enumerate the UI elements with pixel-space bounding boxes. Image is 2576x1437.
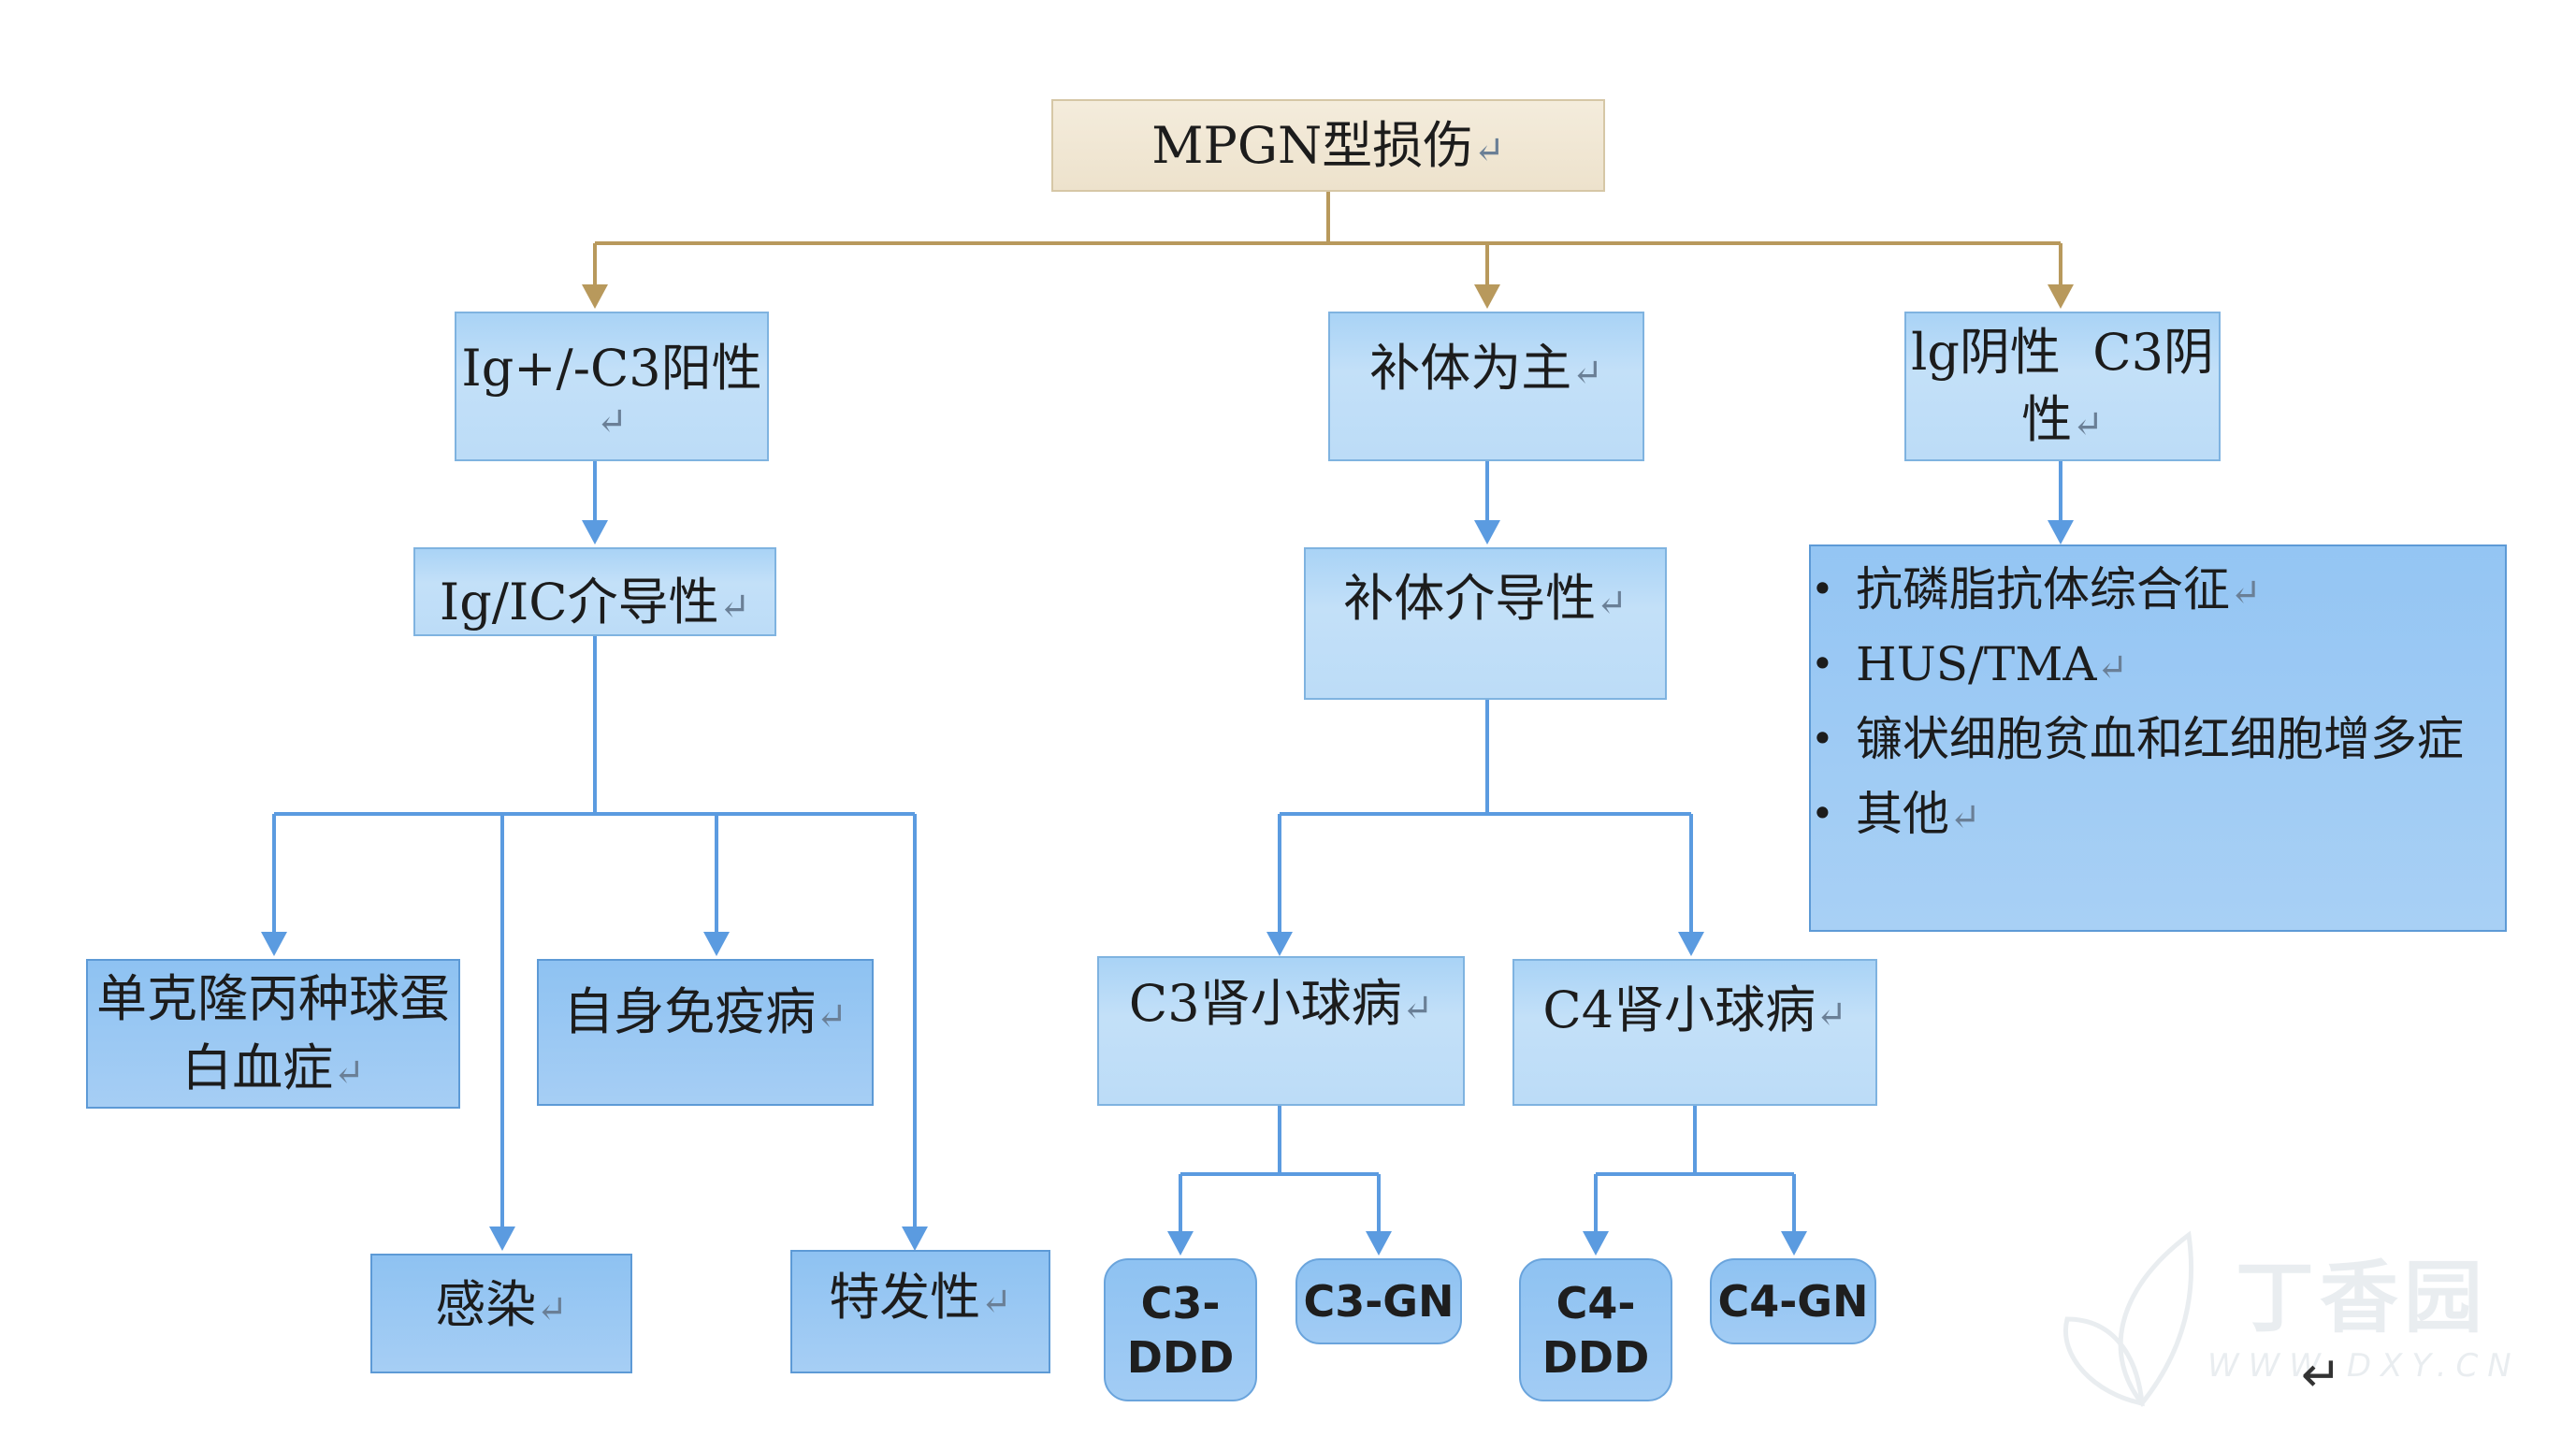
node-c3-glomerulopathy: C3肾小球病↵ [1097,956,1465,1106]
list-item: 其他↵ [1811,778,2505,853]
node-label: Ig+/-C3阳性 [461,339,762,398]
paragraph-mark: ↵ [2301,1347,2342,1403]
dxy-watermark: 丁香园 WWW.DXY.CN [2048,1216,2572,1422]
list-item: 镰状细胞贫血和红细胞增多症 [1811,704,2505,778]
list-item: 抗磷脂抗体综合征↵ [1811,554,2505,629]
node-complement-dominant: 补体为主↵ [1328,312,1644,461]
node-label: 特发性 [829,1268,981,1327]
root-node-mpgn: MPGN型损伤↵ [1051,99,1605,192]
node-c3-gn: C3-GN [1295,1258,1462,1344]
node-label-line2: DDD [1541,1331,1650,1383]
node-label: C4肾小球病 [1542,980,1816,1039]
node-label: 补体介导性 [1343,569,1597,628]
node-label: C3肾小球病 [1128,974,1402,1033]
root-label: MPGN型损伤 [1151,116,1474,175]
node-label-line1: C4- [1556,1277,1636,1328]
node-label: 感染 [435,1275,537,1334]
node-c4-gn: C4-GN [1710,1258,1876,1344]
node-label: 补体为主 [1369,339,1572,398]
node-autoimmune-disease: 自身免疫病↵ [537,959,874,1106]
watermark-name: 丁香园 [2236,1252,2489,1343]
flower-logo-icon [2063,1230,2193,1408]
node-label-line2: 性 [2021,390,2073,449]
node-other-causes-list: 抗磷脂抗体综合征↵ HUS/TMA↵ 镰状细胞贫血和红细胞增多症 其他↵ [1809,544,2507,932]
node-ig-negative-c3-negative: lg阴性 C3阴 性↵ [1904,312,2221,461]
list-item: HUS/TMA↵ [1811,629,2505,704]
node-idiopathic: 特发性↵ [790,1250,1050,1373]
node-label-line2: 白血症 [181,1038,334,1097]
arrow-to-ig [582,284,608,309]
node-label: Ig/IC介导性 [439,573,719,631]
arrow-to-complement [1474,284,1500,309]
node-c3-ddd: C3-DDD [1104,1258,1257,1401]
watermark-url: WWW.DXY.CN [2207,1347,2521,1385]
node-label: 自身免疫病 [563,982,817,1041]
node-complement-mediated: 补体介导性↵ [1304,547,1667,700]
node-c4-glomerulopathy: C4肾小球病↵ [1512,959,1877,1106]
node-label-line1: 单克隆丙种球蛋 [96,969,450,1028]
other-causes-bullets: 抗磷脂抗体综合征↵ HUS/TMA↵ 镰状细胞贫血和红细胞增多症 其他↵ [1811,554,2505,853]
node-infection: 感染↵ [370,1254,632,1373]
node-label-line1: lg阴性 C3阴 [1911,323,2214,382]
node-ig-c3-positive: Ig+/-C3阳性↵ [455,312,769,461]
node-label: C3-GN [1303,1276,1454,1327]
node-ig-ic-mediated: Ig/IC介导性↵ [413,547,776,636]
node-label: C4-GN [1717,1276,1869,1327]
node-label-line1: C3- [1140,1277,1221,1328]
arrow-to-neg [2048,284,2074,309]
node-c4-ddd: C4-DDD [1519,1258,1672,1401]
node-label-line2: DDD [1126,1331,1235,1383]
node-monoclonal-gammopathy: 单克隆丙种球蛋 白血症↵ [86,959,460,1109]
